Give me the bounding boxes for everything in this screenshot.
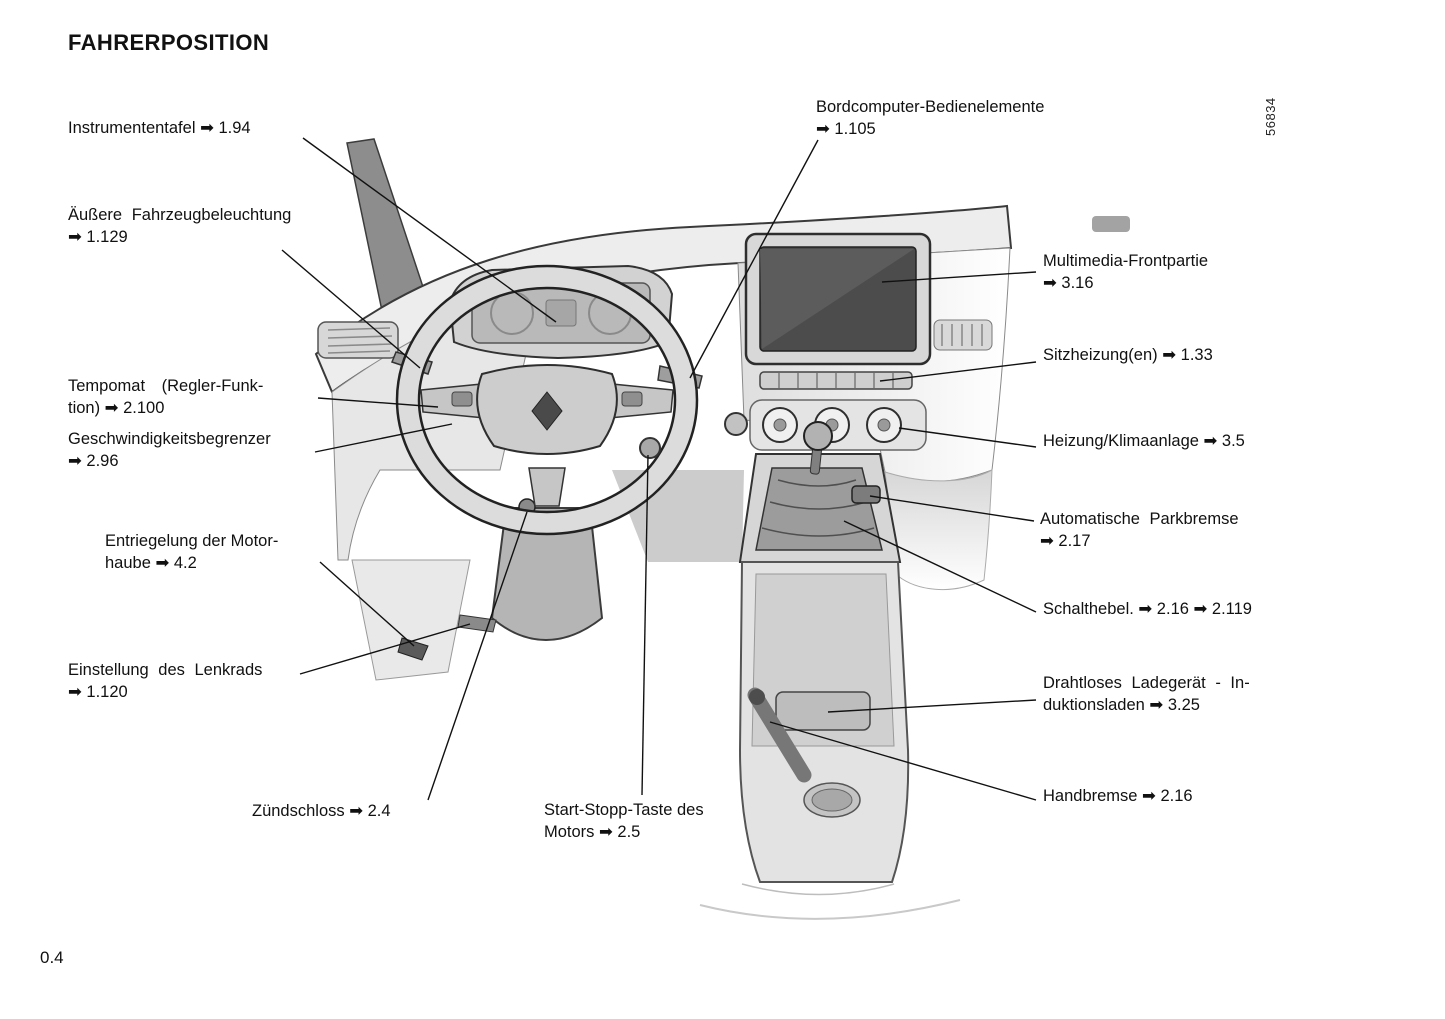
callout-handbrake: Handbremse ➡ 2.16 (1043, 785, 1193, 807)
page-title: FAHRERPOSITION (68, 30, 270, 55)
climate-controls (749, 399, 927, 451)
callout-text: Entriegelung der Motor- (105, 532, 279, 550)
callout-text: Instrumententafel ➡ 1.94 (68, 119, 251, 137)
callout-trip-computer: Bordcomputer-Bedienelemente ➡ 1.105 (816, 96, 1044, 140)
dash-round-button (724, 412, 748, 436)
callout-text: Automatische Parkbremse (1040, 510, 1239, 528)
callout-text: Drahtloses Ladegerät - In- (1043, 674, 1250, 692)
callout-text: Motors ➡ 2.5 (544, 823, 641, 841)
callout-line-gear-lever (843, 520, 1037, 613)
floor-lines (699, 883, 961, 920)
callout-seat-heating: Sitzheizung(en) ➡ 1.33 (1043, 344, 1213, 366)
callout-text: Schalthebel. ➡ 2.16 ➡ 2.119 (1043, 600, 1252, 618)
callout-multimedia: Multimedia-Frontpartie ➡ 3.16 (1043, 250, 1208, 294)
callout-instrument-panel: Instrumententafel ➡ 1.94 (68, 117, 251, 139)
callout-text: ➡ 2.17 (1040, 532, 1091, 550)
multimedia-screen (744, 232, 932, 366)
callout-cruise-control: Tempomat (Regler-Funk- tion) ➡ 2.100 (68, 375, 263, 419)
wireless-charger-tray (775, 691, 871, 731)
callout-line-parking-brake (869, 495, 1035, 522)
callout-line-seat-heating (879, 361, 1037, 382)
handbrake-lever (747, 687, 812, 783)
handbrake-button (749, 689, 765, 705)
callout-climate: Heizung/Klimaanlage ➡ 3.5 (1043, 430, 1245, 452)
callout-line-hood-release (319, 561, 415, 647)
callout-text: ➡ 1.129 (68, 228, 128, 246)
knee-panel (351, 559, 471, 681)
brand-emblem (531, 391, 563, 431)
callout-text: Einstellung des Lenkrads (68, 661, 263, 679)
page-number: 0.4 (40, 948, 64, 967)
callout-text: ➡ 3.16 (1043, 274, 1094, 292)
steering-wheel (395, 264, 699, 536)
gear-console (738, 421, 902, 563)
callout-text: ➡ 1.120 (68, 683, 128, 701)
callout-speed-limiter: Geschwindigkeitsbegrenzer ➡ 2.96 (68, 428, 271, 472)
callout-line-ignition (427, 511, 528, 801)
callout-parking-brake: Automatische Parkbremse ➡ 2.17 (1040, 508, 1239, 552)
callout-text: Äußere Fahrzeugbeleuchtung (68, 206, 292, 224)
callout-text: Sitzheizung(en) ➡ 1.33 (1043, 346, 1213, 364)
mirror-smudge (1092, 216, 1130, 232)
callout-hood-release: Entriegelung der Motor- haube ➡ 4.2 (105, 530, 278, 574)
callout-text: Zündschloss ➡ 2.4 (252, 802, 391, 820)
callout-text: haube ➡ 4.2 (105, 554, 197, 572)
callout-line-exterior-lighting (281, 249, 421, 369)
seat-heating-buttons (759, 371, 913, 390)
parking-brake-switch (851, 485, 881, 504)
callout-line-trip-computer (689, 139, 819, 379)
callout-text: Tempomat (Regler-Funk- (68, 377, 264, 395)
callout-text: tion) ➡ 2.100 (68, 399, 165, 417)
callout-text: Geschwindigkeitsbegrenzer (68, 430, 271, 448)
callout-line-speed-limiter (314, 423, 453, 453)
callout-wireless-charger: Drahtloses Ladegerät - In- duktionsladen… (1043, 672, 1250, 716)
callout-line-wireless-charger (827, 699, 1037, 713)
callout-line-instrument-panel (302, 137, 557, 323)
callout-text: Handbremse ➡ 2.16 (1043, 787, 1193, 805)
callout-steering-adjust: Einstellung des Lenkrads ➡ 1.120 (68, 659, 262, 703)
callout-exterior-lighting: Äußere Fahrzeugbeleuchtung ➡ 1.129 (68, 204, 291, 248)
callout-line-multimedia (881, 271, 1037, 283)
callout-text: ➡ 1.105 (816, 120, 876, 138)
callout-line-start-stop (641, 454, 649, 796)
callout-text: ➡ 2.96 (68, 452, 119, 470)
callout-text: Heizung/Klimaanlage ➡ 3.5 (1043, 432, 1245, 450)
callout-text: Start-Stopp-Taste des (544, 801, 704, 819)
callout-lines (281, 137, 1037, 801)
left-air-vent (317, 321, 399, 359)
callout-line-handbrake (769, 721, 1037, 801)
center-console (738, 561, 910, 883)
gear-knob (803, 421, 833, 451)
callout-line-steering-adjust (299, 623, 471, 675)
callout-text: Bordcomputer-Bedienelemente (816, 98, 1045, 116)
callout-line-climate (898, 427, 1037, 448)
callout-text: Multimedia-Frontpartie (1043, 252, 1209, 270)
callout-line-cruise-control (317, 397, 439, 408)
callout-start-stop: Start-Stopp-Taste des Motors ➡ 2.5 (544, 799, 704, 843)
callout-gear-lever: Schalthebel. ➡ 2.16 ➡ 2.119 (1043, 598, 1252, 620)
callout-ignition: Zündschloss ➡ 2.4 (252, 800, 391, 822)
callout-text: duktionsladen ➡ 3.25 (1043, 696, 1200, 714)
start-stop-button (639, 437, 661, 459)
right-air-vent (933, 319, 993, 351)
